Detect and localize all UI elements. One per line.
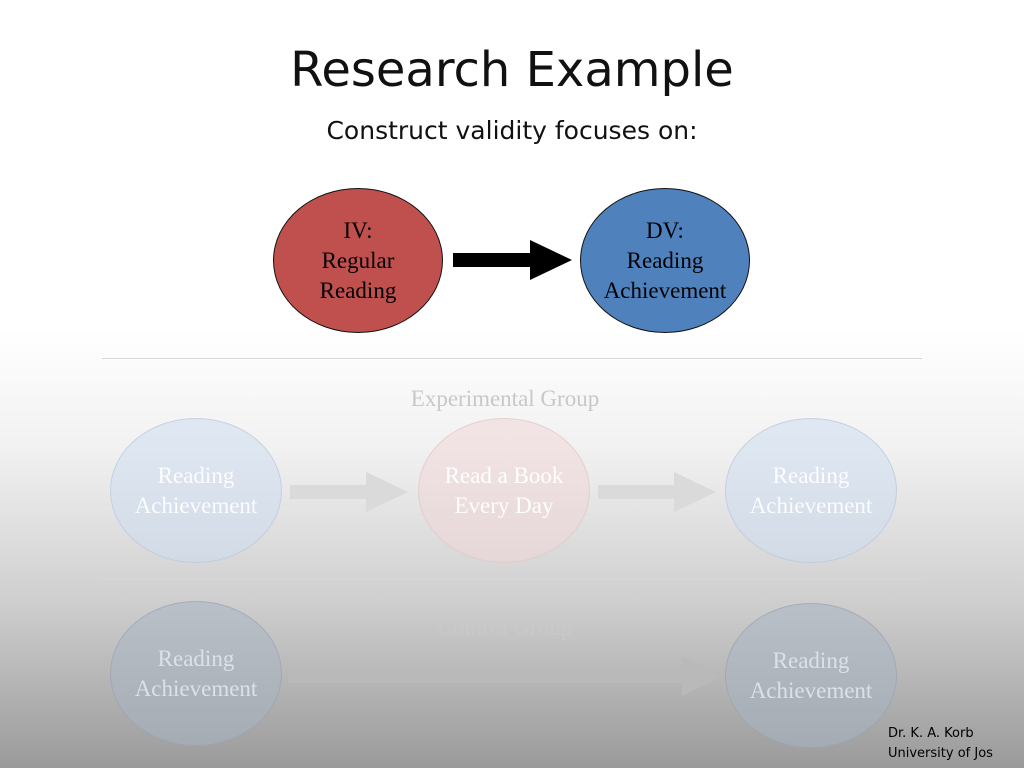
main-arrow-head bbox=[530, 240, 572, 280]
experimental-posttest-line1: Reading bbox=[772, 462, 850, 488]
iv-text-line3: Reading bbox=[319, 277, 397, 303]
author-credit: Dr. K. A. Korb University of Jos bbox=[888, 724, 993, 764]
experimental-posttest-node: Reading Achievement bbox=[725, 418, 897, 563]
experimental-posttest-line2: Achievement bbox=[749, 492, 873, 518]
iv-node: IV: Regular Reading bbox=[273, 188, 443, 333]
control-pretest-line1: Reading bbox=[157, 645, 235, 671]
main-arrow-shaft bbox=[453, 253, 535, 267]
iv-text-line2: Regular bbox=[321, 247, 395, 273]
main-arrow bbox=[453, 240, 572, 280]
dv-label: DV: bbox=[646, 217, 684, 243]
iv-label: IV: bbox=[343, 217, 373, 243]
experimental-group-label: Experimental Group bbox=[410, 386, 600, 411]
experimental-pretest-node: Reading Achievement bbox=[110, 418, 282, 563]
experimental-treatment-line2: Every Day bbox=[454, 492, 554, 518]
dv-text-line2: Reading bbox=[626, 247, 704, 273]
control-arrow bbox=[288, 656, 722, 696]
dv-text-line3: Achievement bbox=[603, 277, 727, 303]
control-posttest-line1: Reading bbox=[772, 647, 850, 673]
author-affiliation: University of Jos bbox=[888, 746, 993, 761]
experimental-pretest-line1: Reading bbox=[157, 462, 235, 488]
divider-top bbox=[102, 358, 922, 359]
experimental-pretest-line2: Achievement bbox=[134, 492, 258, 518]
slide-title: Research Example bbox=[290, 42, 734, 98]
slide-subtitle: Construct validity focuses on: bbox=[326, 116, 698, 145]
experimental-arrow-2 bbox=[598, 472, 716, 512]
control-posttest-line2: Achievement bbox=[749, 677, 873, 703]
experimental-treatment-line1: Read a Book bbox=[444, 462, 564, 488]
experimental-treatment-node: Read a Book Every Day bbox=[418, 418, 590, 563]
control-posttest-node: Reading Achievement bbox=[725, 603, 897, 748]
dv-node: DV: Reading Achievement bbox=[580, 188, 750, 333]
control-group-label: Control Group bbox=[437, 615, 573, 640]
author-name: Dr. K. A. Korb bbox=[888, 726, 974, 741]
divider-bottom bbox=[102, 579, 922, 580]
control-pretest-node: Reading Achievement bbox=[110, 601, 282, 746]
experimental-arrow-1 bbox=[290, 472, 408, 512]
control-pretest-line2: Achievement bbox=[134, 675, 258, 701]
